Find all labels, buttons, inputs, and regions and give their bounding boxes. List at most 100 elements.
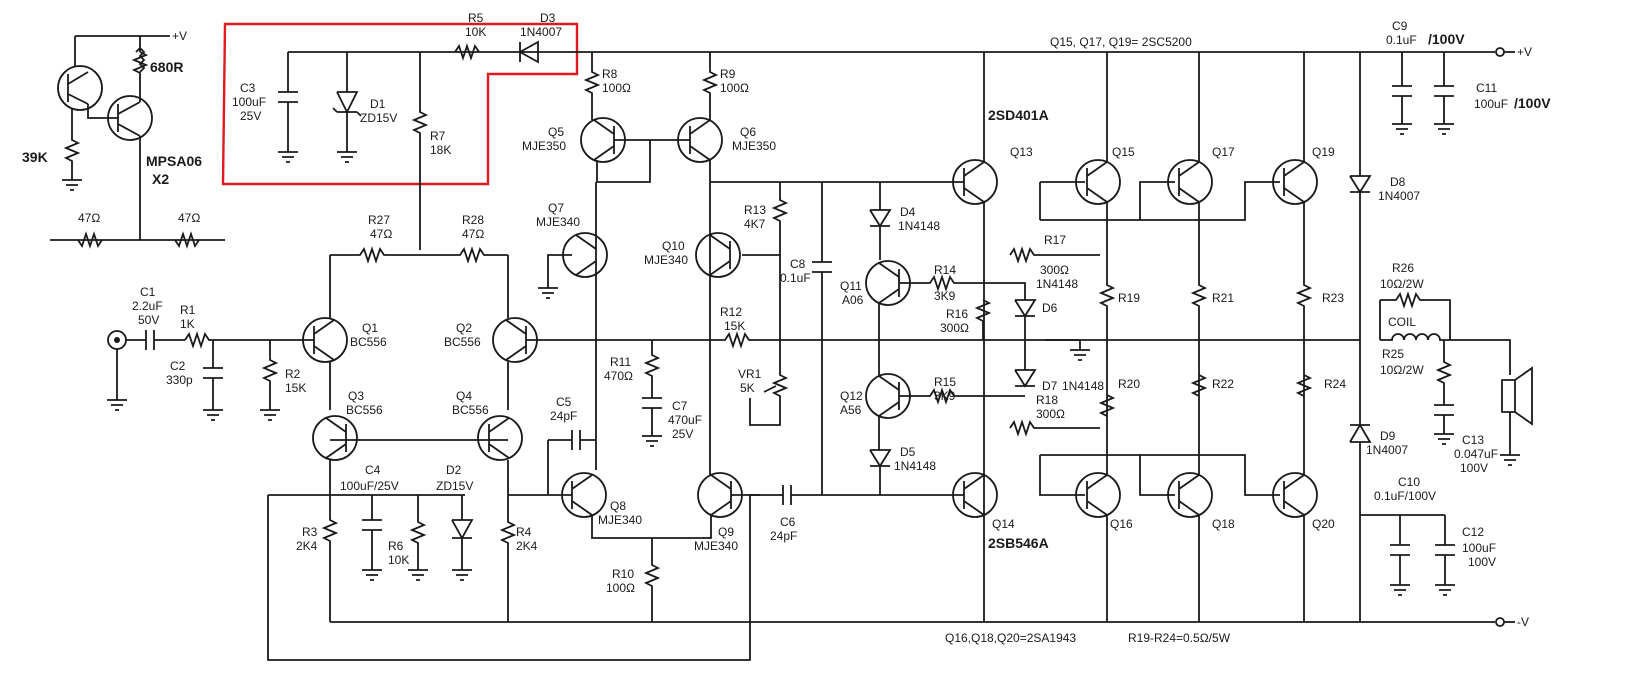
r3-ref: R3 (302, 525, 318, 539)
c7-value: 470uF (668, 413, 702, 427)
d3-ref: D3 (540, 11, 556, 25)
current-source-bias: R3 2K4 C4 100uF/25V R6 10K D2 ZD15V R4 2… (267, 460, 760, 661)
c7-ref: C7 (672, 399, 688, 413)
c10-ref: C10 (1398, 475, 1420, 489)
vr1-value: 5K (740, 381, 755, 395)
r4-value: 2K4 (516, 539, 538, 553)
d7-ref: D7 (1042, 379, 1058, 393)
r23-ref: R23 (1322, 291, 1344, 305)
r26-ref: R26 (1392, 261, 1414, 275)
q7-ref: Q7 (548, 201, 564, 215)
r18-value: 300Ω (1036, 407, 1065, 421)
driver-bias: D4 1N4148 Q11 A06 Q12 A56 D5 1N4148 R14 … (840, 182, 1104, 495)
r15-ref: R15 (934, 375, 956, 389)
d7-value: 1N4148 (1062, 379, 1104, 393)
c3-value: 100uF (232, 95, 266, 109)
d8-ref: D8 (1390, 175, 1406, 189)
inset-bias-circuit: +V 680R 39K MPSA06 X2 47Ω 47Ω (22, 29, 225, 249)
r19-ref: R19 (1118, 291, 1140, 305)
r28-ref: R28 (462, 213, 484, 227)
r16-value: 300Ω (940, 321, 969, 335)
q7-stage: Q7 MJE340 (536, 182, 608, 470)
q8-ref: Q8 (610, 499, 626, 513)
q10-stage: Q10 MJE340 R13 4K7 C8 0.1uF R12 15K (644, 181, 1360, 495)
q12-ref: Q12 (840, 389, 863, 403)
c4-value: 100uF/25V (340, 479, 399, 493)
d6-ref: D6 (1042, 301, 1058, 315)
r17-extra: 1N4148 (1036, 277, 1078, 291)
r3-value: 2K4 (296, 539, 318, 553)
r2-ref: R2 (285, 367, 301, 381)
c12-ref: C12 (1462, 525, 1484, 539)
c9-volt: /100V (1428, 31, 1465, 47)
q13-ref: Q13 (1010, 145, 1033, 159)
c2-ref: C2 (170, 359, 186, 373)
r7-value: 18K (430, 143, 451, 157)
r8-ref: R8 (602, 67, 618, 81)
r5-ref: R5 (468, 11, 484, 25)
output-network: D8 1N4007 D9 1N4007 C9 0.1uF /100V C11 1… (1349, 19, 1551, 622)
c11-ref: C11 (1476, 81, 1497, 95)
r8-value: 100Ω (602, 81, 631, 95)
feedback-network: R11 470Ω C7 470uF 25V VR1 5K (604, 255, 789, 447)
positive-rail-label: +V (1517, 45, 1532, 59)
q19-ref: Q19 (1312, 145, 1335, 159)
d9-value: 1N4007 (1366, 443, 1408, 457)
r18-ref: R18 (1036, 393, 1058, 407)
q1-value: BC556 (350, 335, 387, 349)
c9-value: 0.1uF (1386, 33, 1417, 47)
r9-value: 100Ω (720, 81, 749, 95)
coil-ref: COIL (1388, 315, 1416, 329)
q8-value: MJE340 (598, 513, 642, 527)
c13-volt: 100V (1460, 461, 1488, 475)
r2-value: 15K (285, 381, 306, 395)
q4-transistor: Q4 BC556 (452, 389, 523, 461)
q4-value: BC556 (452, 403, 489, 417)
npn-output-note: Q15, Q17, Q19= 2SC5200 (1050, 35, 1192, 49)
c13-ref: C13 (1462, 433, 1484, 447)
q18-ref: Q18 (1212, 517, 1235, 531)
r21-ref: R21 (1212, 291, 1234, 305)
c1-volt: 50V (138, 313, 159, 327)
r25-value: 10Ω/2W (1380, 363, 1424, 377)
d9-ref: D9 (1380, 429, 1396, 443)
q2-value: BC556 (444, 335, 481, 349)
q5-ref: Q5 (548, 125, 564, 139)
output-stage: Q15, Q17, Q19= 2SC5200 2SD401A Q13 Q14 2… (940, 35, 1346, 645)
c1-value: 2.2uF (132, 299, 163, 313)
speaker-icon (1500, 366, 1533, 466)
c7-volt: 25V (672, 427, 693, 441)
r17-value: 300Ω (1040, 263, 1069, 277)
c13-value: 0.047uF (1454, 447, 1498, 461)
q5-value: MJE350 (522, 139, 566, 153)
d5-value: 1N4148 (894, 459, 936, 473)
d1-ref: D1 (370, 97, 386, 111)
r6-value: 10K (388, 553, 409, 567)
r1-value: 1K (180, 317, 195, 331)
pnp-output-note: Q16,Q18,Q20=2SA1943 (945, 631, 1076, 645)
r26-value: 10Ω/2W (1380, 277, 1424, 291)
q11-ref: Q11 (840, 279, 862, 293)
c9-ref: C9 (1392, 19, 1408, 33)
c11-volt: /100V (1514, 95, 1551, 111)
c10-value: 0.1uF/100V (1374, 489, 1436, 503)
inset-supply-label: +V (172, 29, 187, 43)
c3-ref: C3 (240, 81, 256, 95)
q9-value: MJE340 (694, 539, 738, 553)
input-stage: C1 2.2uF 50V R1 1K C2 330p R2 15K (107, 285, 310, 421)
inset-transistor-label: MPSA06 (146, 153, 202, 169)
r15-value: 3K9 (934, 389, 956, 403)
r7-ref: R7 (430, 129, 446, 143)
r10-value: 100Ω (606, 581, 635, 595)
c11-value: 100uF (1474, 97, 1508, 111)
r1-ref: R1 (180, 303, 196, 317)
r20-ref: R20 (1118, 377, 1140, 391)
q2-transistor: Q2 BC556 (444, 317, 700, 363)
inset-r-top-label: 680R (150, 59, 183, 75)
q9-ref: Q9 (718, 525, 734, 539)
inset-r-left-label: 47Ω (78, 211, 100, 225)
r28-value: 47Ω (462, 227, 484, 241)
r11-value: 470Ω (604, 369, 633, 383)
r27-value: 47Ω (370, 227, 392, 241)
